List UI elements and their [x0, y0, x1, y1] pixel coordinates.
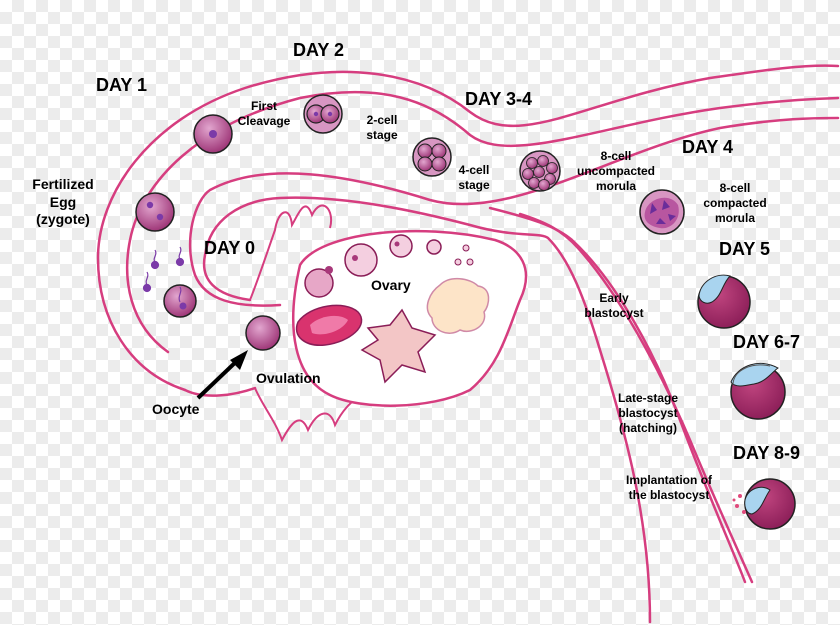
ovary-body [292, 229, 528, 407]
ovary-label: Ovary [371, 277, 411, 293]
tube-inner-wall-lower [188, 116, 840, 307]
follicle-large-1 [344, 243, 378, 277]
two-cell-embryo [303, 94, 343, 134]
oocyte-arrowhead [230, 350, 248, 370]
early-blastocyst-label: Early blastocyst [584, 291, 644, 320]
two-cell-stage-label: 2-cell stage [366, 113, 398, 142]
oocyte-arrow [196, 356, 242, 400]
fallopian-tube [96, 64, 840, 624]
tube-inner-wall-bottom [202, 196, 652, 624]
day-6-7-label: DAY 6-7 [733, 332, 801, 352]
follicle-tiny-2 [462, 244, 470, 252]
four-cell-embryo [412, 137, 452, 177]
ovary-group [249, 204, 528, 443]
tube-uterus-wall-inner [518, 212, 754, 584]
day-8-9-label: DAY 8-9 [733, 443, 801, 463]
follicle-peach [426, 278, 490, 334]
fimbriae-top [249, 204, 333, 301]
follicle-ovary-left [304, 268, 334, 298]
follicle-medium [426, 239, 442, 255]
follicle-tiny-3 [466, 258, 474, 266]
implanting-blastocyst [732, 478, 796, 530]
eight-cell-compacted-label: 8-cell compacted morula [703, 181, 767, 225]
eight-cell-uncompacted-label: 8-cell uncompacted morula [576, 149, 655, 193]
day-0-label: DAY 0 [204, 238, 256, 258]
eight-cell-compacted-morula [639, 189, 685, 235]
day-2-label: DAY 2 [293, 40, 345, 60]
sperm-group [142, 246, 185, 293]
tube-inner-wall-top [125, 90, 840, 354]
follicle-tiny-1 [454, 258, 462, 266]
follicle-large-2 [389, 234, 413, 258]
corpus-albicans [360, 308, 437, 384]
first-cleavage-label: First Cleavage [237, 99, 291, 128]
fimbriae-bottom [254, 387, 361, 443]
day-1-label: DAY 1 [96, 75, 148, 95]
tube-lower-wall [183, 386, 257, 397]
implantation-label: Implantation of the blastocyst [626, 473, 712, 502]
zygote-cell [135, 192, 175, 232]
oocyte-label: Oocyte [152, 401, 200, 417]
oocyte-cell [245, 315, 281, 351]
day-4-label: DAY 4 [682, 137, 734, 157]
early-blastocyst [697, 274, 751, 329]
four-cell-stage-label: 4-cell stage [458, 163, 490, 192]
ovulation-label: Ovulation [256, 370, 321, 386]
fertilized-egg-label: Fertilized Egg (zygote) [32, 176, 94, 227]
tube-outer-wall [96, 64, 840, 392]
late-blastocyst-label: Late-stage blastocyst (hatching) [617, 391, 679, 435]
day-5-label: DAY 5 [719, 239, 771, 259]
day-3-4-label: DAY 3-4 [465, 89, 533, 109]
eight-cell-uncompacted-embryo [519, 150, 561, 192]
late-blastocyst-hatching [730, 363, 786, 420]
